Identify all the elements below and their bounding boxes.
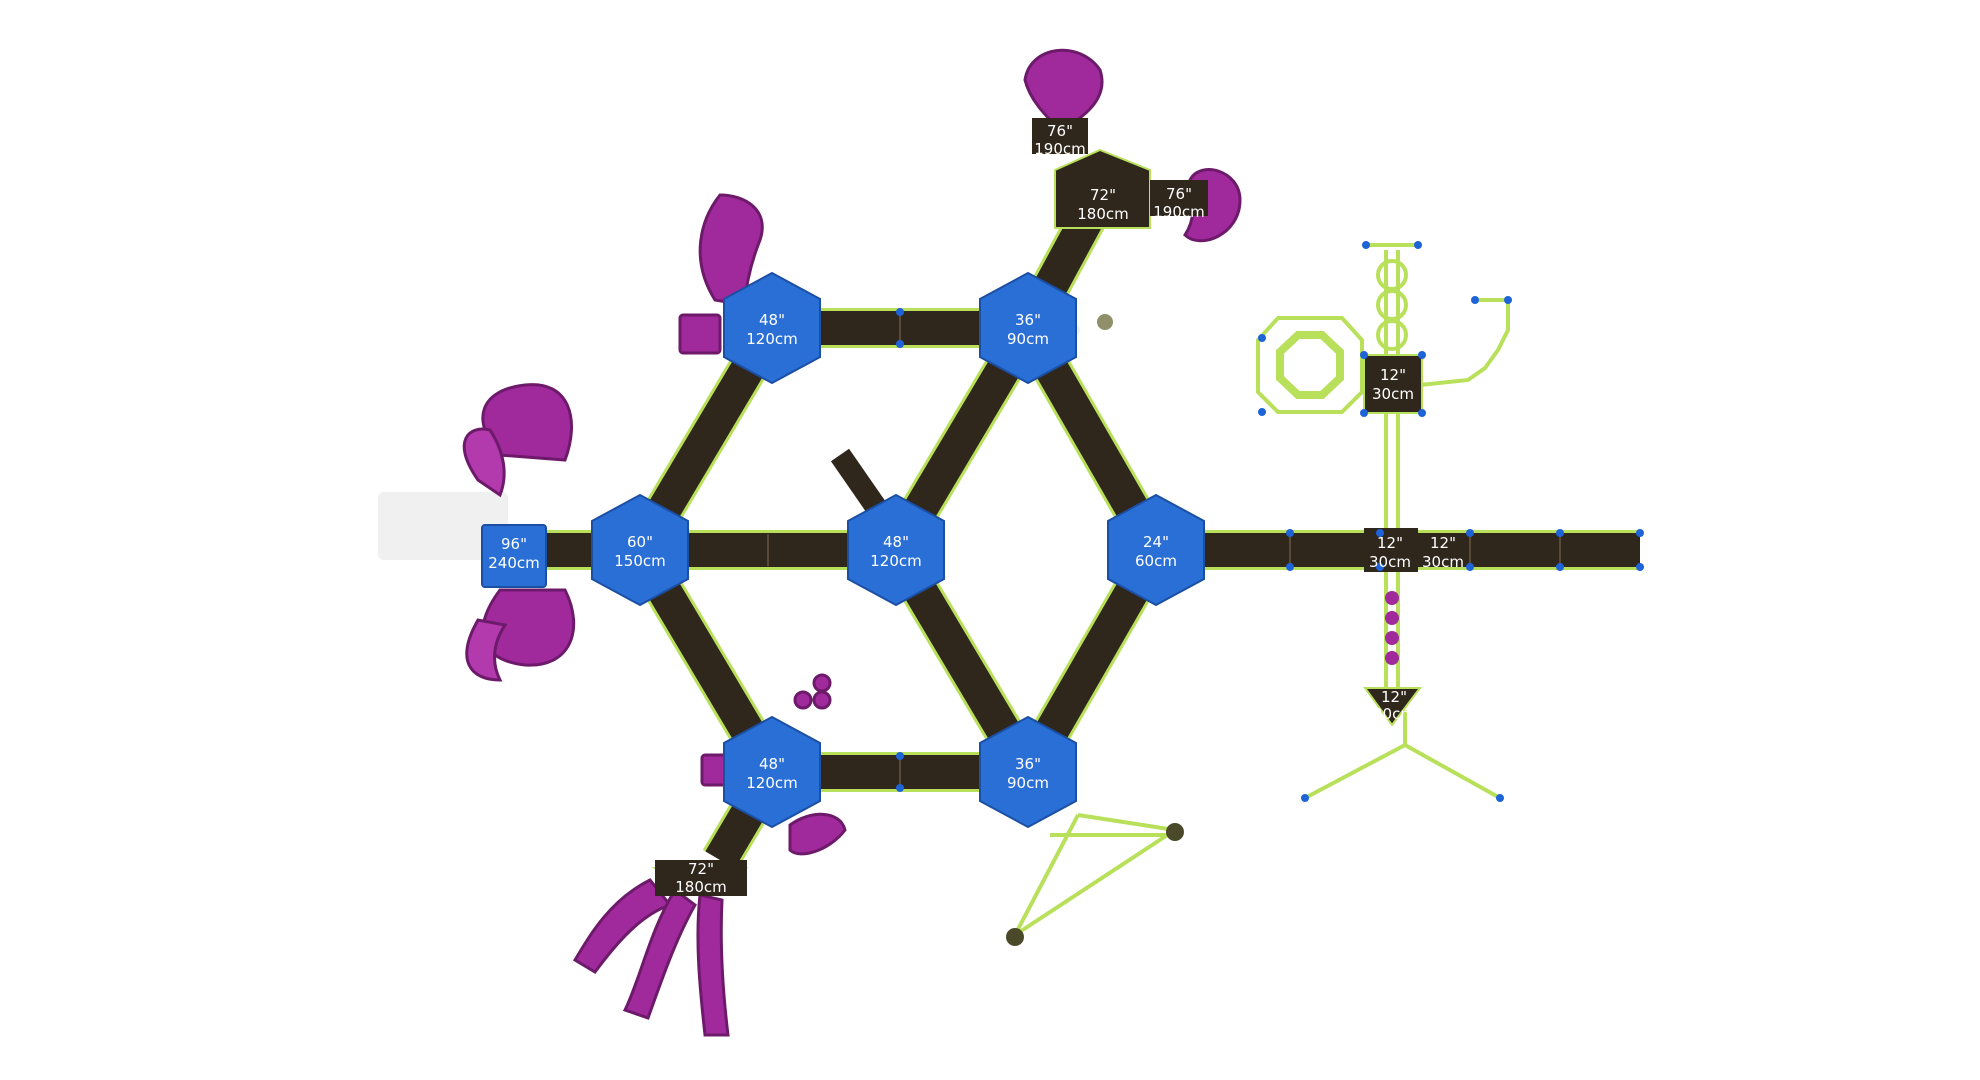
label-deck-36-bottom-in: 36" [1015,755,1041,773]
label-deck-60-in: 60" [627,533,653,551]
label-deck-12-c-in: 12" [1430,534,1456,552]
brown-decks [651,118,1423,897]
label-deck-48-bottom-cm: 120cm [746,774,798,792]
deck-72-top-pent [1054,148,1151,229]
label-deck-12-a-in: 12" [1380,366,1406,384]
label-deck-36-bottom-cm: 90cm [1007,774,1049,792]
net-climbers [1013,243,1510,937]
label-deck-72-top-cm: 180cm [1077,205,1129,223]
deck-24-hex [1107,493,1205,607]
slides [462,48,1242,1037]
panel-left-top [678,313,722,355]
label-deck-76-a-cm: 190cm [1034,140,1086,158]
label-deck-72-top-in: 72" [1090,186,1116,204]
wave-slide-2 [622,887,697,1020]
deck-12-walkway-seg [1364,528,1418,572]
deck-48-center-hex [847,493,945,607]
purple-climber [788,812,847,856]
label-deck-76-b-cm: 190cm [1153,203,1205,221]
tube-slide-top [1023,48,1104,132]
label-deck-76-a-in: 76" [1047,122,1073,140]
label-deck-48-top-cm: 120cm [746,330,798,348]
label-deck-24-cm: 60cm [1135,552,1177,570]
deck-36-bottom-hex [979,715,1077,829]
climber-discs [1006,314,1399,946]
label-deck-72-bottom-cm: 180cm [675,878,727,896]
spiral-slide-top [481,383,573,462]
label-deck-48-bottom-in: 48" [759,755,785,773]
blue-decks [481,271,1205,829]
label-deck-12-b-cm: 30cm [1369,553,1411,571]
wave-slide-3 [696,893,730,1037]
deck-36-top-hex [979,271,1077,385]
deck-60-hex [591,493,689,607]
deck-96-square [481,524,547,588]
label-deck-60-cm: 150cm [614,552,666,570]
label-deck-96-in: 96" [501,535,527,553]
label-deck-12-c-cm: 30cm [1422,553,1464,571]
deck-48-bottom-hex [723,715,821,829]
label-deck-12-b-in: 12" [1377,534,1403,552]
curved-slide-top-left [698,193,764,307]
label-deck-48-center-in: 48" [883,533,909,551]
wave-slide-1 [572,878,673,974]
label-deck-12-a-cm: 30cm [1372,385,1414,403]
deck-48-top-hex [723,271,821,385]
deck-12-d-tri [1363,687,1423,727]
deck-labels: 96" 240cm 60" 150cm 48" 120cm 36" 90cm 4… [488,122,1464,896]
label-deck-36-top-in: 36" [1015,311,1041,329]
label-deck-48-top-in: 48" [759,311,785,329]
label-deck-12-d-in: 12" [1381,688,1407,706]
posts [896,241,1644,802]
deck-12-a-square [1363,354,1423,414]
label-deck-36-top-cm: 90cm [1007,330,1049,348]
label-deck-24-in: 24" [1143,533,1169,551]
label-deck-96-cm: 240cm [488,554,540,572]
label-deck-12-d-cm: 30cm [1373,705,1415,723]
label-deck-72-bottom-in: 72" [688,860,714,878]
label-deck-76-b-in: 76" [1166,185,1192,203]
label-deck-48-center-cm: 120cm [870,552,922,570]
